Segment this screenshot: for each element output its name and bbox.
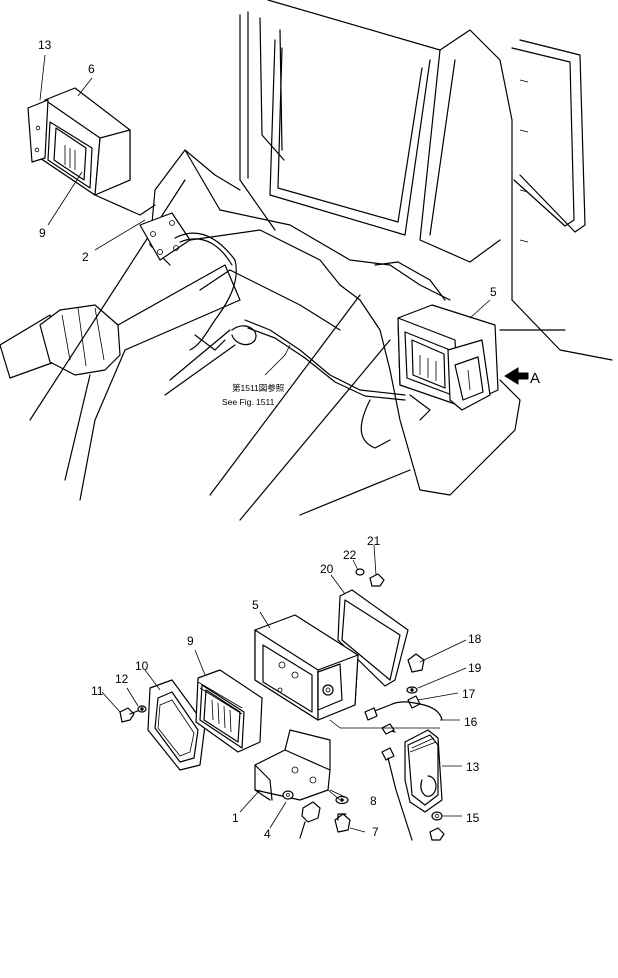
label-17: 17: [462, 687, 476, 701]
label-20: 20: [320, 562, 334, 576]
label-19: 19: [468, 661, 482, 675]
label-9-bottom: 9: [187, 634, 194, 648]
label-1: 1: [232, 811, 239, 825]
exploded-view: [119, 568, 445, 841]
label-6: 6: [88, 62, 95, 76]
label-5-bottom: 5: [252, 598, 259, 612]
label-5-top: 5: [490, 285, 497, 299]
leader-lines-upper: [39, 54, 491, 376]
figure-ref-jp: 第1511図参照: [232, 383, 285, 393]
label-10: 10: [135, 659, 149, 673]
label-18: 18: [468, 632, 482, 646]
label-21: 21: [367, 534, 381, 548]
label-13-bottom: 13: [466, 760, 480, 774]
part-labels: 13 6 9 2 5 A 第1511図参照 See Fig. 1511 21 2…: [38, 38, 540, 841]
label-a: A: [530, 370, 540, 387]
label-15: 15: [466, 811, 480, 825]
label-22: 22: [343, 548, 357, 562]
label-4: 4: [264, 827, 271, 841]
label-9-top: 9: [39, 226, 46, 240]
label-13-top: 13: [38, 38, 52, 52]
label-11: 11: [91, 684, 104, 698]
machine-body-drawing: [0, 0, 613, 521]
label-2: 2: [82, 250, 89, 264]
work-lamp-top-right: [397, 304, 499, 421]
leader-lines-lower: [101, 544, 467, 833]
view-arrow-a: [504, 367, 529, 385]
label-12: 12: [115, 672, 129, 686]
label-7: 7: [372, 825, 379, 839]
work-lamp-top-left: [27, 87, 156, 216]
label-16: 16: [464, 715, 478, 729]
figure-ref-en: See Fig. 1511: [222, 397, 275, 407]
label-8: 8: [370, 794, 377, 808]
